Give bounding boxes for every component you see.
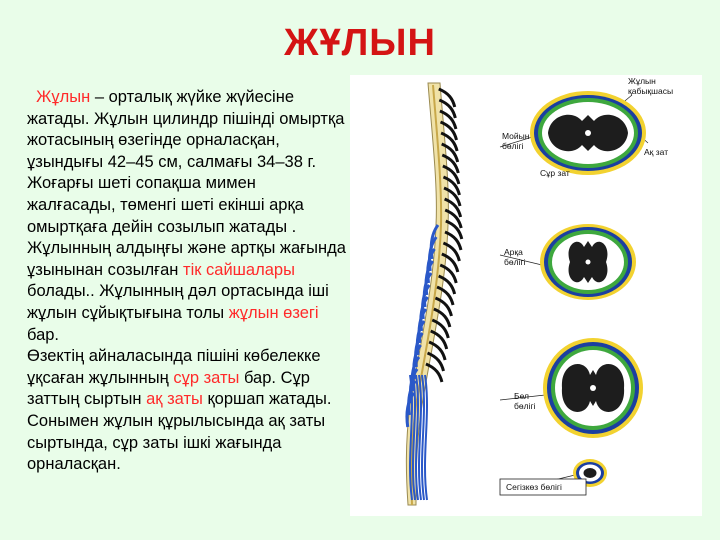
nerve-root-right <box>441 153 460 174</box>
nerve-root-right <box>434 296 453 317</box>
body-text: Жұлын – орталық жүйке жүйесіне жатады. Ж… <box>27 87 347 476</box>
nerve-root-right <box>428 340 447 361</box>
label-white-matter: Ақ зат <box>644 147 668 157</box>
spinal-cord-figure: Жұлын қабықшасы Мойын бөлігі Ақ зат Сұр … <box>350 75 702 516</box>
nerve-root-right <box>444 230 463 251</box>
nerve-root-right <box>438 274 457 295</box>
label-grey-matter: Сұр зат <box>540 168 570 178</box>
nerve-root-right <box>426 351 445 372</box>
label-thoracic-1: Арқа <box>504 247 523 257</box>
spine-column <box>405 82 464 506</box>
paragraph-1: Жұлын – орталық жүйке жүйесіне жатады. Ж… <box>27 87 347 238</box>
nerve-root-right <box>443 186 462 207</box>
highlight-white-matter: ақ заты <box>146 390 203 409</box>
nerve-root-right <box>442 175 461 196</box>
nerve-root-right <box>430 329 449 350</box>
paragraph-3-text-b: бар. Сұр заттың сыртын <box>27 368 310 409</box>
cauda-equina-strand <box>412 374 416 501</box>
nerve-root-right <box>439 263 458 284</box>
paragraph-2-text-b: болады.. Жұлынның дәл ортасында іші жұлы… <box>27 282 329 322</box>
nerve-root-right <box>441 142 460 163</box>
cross-section-lumbar <box>543 338 643 438</box>
nerve-root-right <box>445 219 464 240</box>
cauda-equina-strand <box>421 374 425 501</box>
nerve-root-right <box>439 109 458 130</box>
paragraph-1-text: – орталық жүйке жүйесіне жатады. Жұлын ц… <box>27 88 345 236</box>
nerve-root-right <box>442 241 461 262</box>
label-lumbar-1: Бел <box>514 391 529 401</box>
nerve-root-right <box>431 318 450 339</box>
cauda-equina-strand <box>424 374 428 501</box>
nerve-root-right <box>433 307 452 328</box>
label-lumbar-2: бөлігі <box>514 401 536 411</box>
cauda-equina-strand <box>418 374 422 501</box>
label-neck-1: Мойын <box>502 131 530 141</box>
spinal-cord-illustration: Жұлын қабықшасы Мойын бөлігі Ақ зат Сұр … <box>405 76 673 506</box>
label-thoracic-2: бөлігі <box>504 257 526 267</box>
paragraph-3-text-a: Өзектің айналасында пішіні көбелекке ұқс… <box>27 347 321 387</box>
cross-section-thoracic <box>540 224 636 300</box>
highlight-spinal-cord: Жұлын <box>36 88 91 106</box>
label-neck-2: бөлігі <box>502 141 524 151</box>
cauda-equina-strand <box>415 374 419 501</box>
cauda-equina-strand <box>409 374 413 501</box>
label-membrane-1: Жұлын <box>628 76 656 86</box>
nerve-root-right <box>440 131 459 152</box>
sacral-label-box <box>499 478 587 496</box>
nerve-root-right <box>438 87 457 108</box>
label-sacral: Сегізкөз бөлігі <box>506 482 562 492</box>
nerve-root-right <box>436 285 455 306</box>
highlight-fissures: тік сайшалары <box>183 260 295 279</box>
nerve-root-right <box>439 120 458 141</box>
nerve-root-right <box>444 197 463 218</box>
cross-section-cervical <box>530 91 646 175</box>
indent <box>27 88 36 106</box>
paragraph-3-text-c: қоршап жатады. Сонымен жұлын құрылысында… <box>27 390 332 474</box>
label-membrane-2: қабықшасы <box>628 86 673 96</box>
paragraph-2-text-a: Жұлынның алдыңғы және артқы жағында ұзын… <box>27 239 346 279</box>
paragraph-3: Өзектің айналасында пішіні көбелекке ұқс… <box>27 346 347 476</box>
paragraph-2-text-c: бар. <box>27 325 60 344</box>
highlight-central-canal: жұлын өзегі <box>228 303 319 322</box>
nerve-root-right <box>425 362 444 383</box>
page-title: ЖҰЛЫН <box>284 22 436 64</box>
paragraph-2: Жұлынның алдыңғы және артқы жағында ұзын… <box>27 238 347 346</box>
nerve-root-right <box>442 164 461 185</box>
nerve-root-right <box>441 252 460 273</box>
highlight-grey-matter: сұр заты <box>173 368 240 387</box>
nerve-root-right <box>438 98 457 119</box>
nerve-root-right <box>444 208 463 229</box>
